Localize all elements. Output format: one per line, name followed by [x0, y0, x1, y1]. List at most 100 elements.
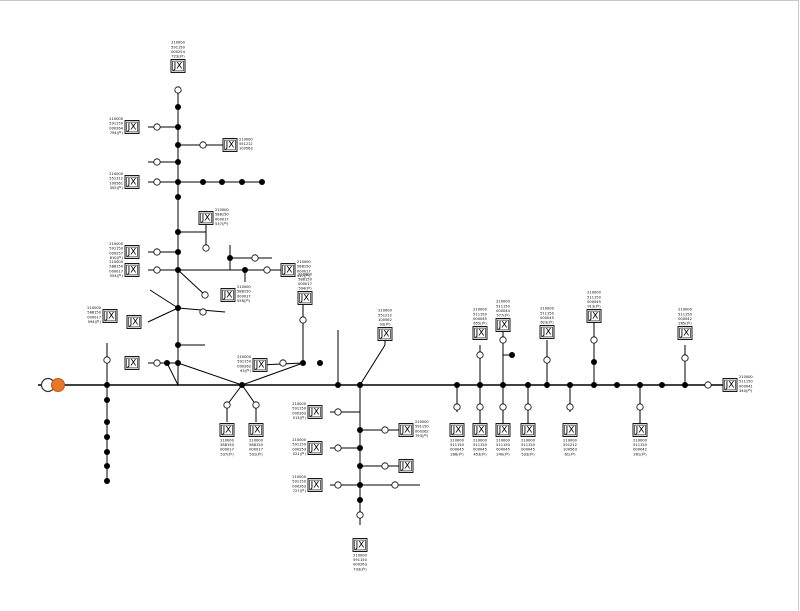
jx-info-line: 210000	[109, 117, 123, 121]
jx-info-line: 591150	[292, 443, 306, 447]
jx-box-b14[interactable]: JX	[252, 358, 268, 372]
jx-info-line: 623(户)	[540, 320, 554, 325]
jx-box-b12[interactable]: JX	[220, 288, 236, 302]
jx-box-inner-frame	[474, 327, 486, 339]
jx-box-b21[interactable]: JX	[352, 538, 368, 552]
jx-box-b13[interactable]: JX	[297, 291, 313, 305]
jx-box-b26[interactable]: JX	[539, 325, 555, 339]
jx-box-frame	[219, 423, 235, 437]
jx-box-b30[interactable]: JX	[449, 423, 465, 437]
jx-box-b34[interactable]: JX	[562, 423, 578, 437]
jx-box-b22[interactable]: JX	[398, 423, 414, 437]
jx-box-inner-frame	[309, 406, 321, 418]
jx-info-line: 000017	[237, 294, 251, 298]
jx-box-label: JX	[355, 541, 365, 551]
jx-box-b24[interactable]: JX	[495, 318, 511, 332]
jx-info-line: 210000	[109, 172, 123, 176]
jx-box-b35[interactable]: JX	[632, 423, 648, 437]
jx-info-line: 210000	[292, 402, 306, 406]
jx-box-b19[interactable]: JX	[307, 441, 323, 455]
jx-box-b3[interactable]: JX	[222, 138, 238, 152]
jx-box-inner-frame	[451, 424, 463, 436]
jx-info-line: 210000	[378, 309, 392, 313]
jx-box-b8[interactable]: JX	[102, 309, 118, 323]
jx-info-line: 000042	[633, 448, 647, 452]
jx-box-b5[interactable]: JX	[198, 211, 214, 225]
jx-info-line: 591150	[109, 247, 123, 251]
jx-box-b10[interactable]: JX	[126, 315, 142, 329]
jx-info-line: 000041	[739, 384, 753, 388]
source-transformer-icon[interactable]	[40, 377, 65, 393]
jx-info-line: 591150	[237, 360, 251, 364]
jx-box-b32[interactable]: JX	[495, 423, 511, 437]
jx-box-b2[interactable]: JX	[124, 120, 140, 134]
jx-box-b7[interactable]: JX	[124, 263, 140, 277]
jx-box-frame	[307, 441, 323, 455]
jx-box-inner-frame	[564, 424, 576, 436]
jx-box-inner-frame	[309, 479, 321, 491]
jx-box-inner-frame	[200, 212, 212, 224]
jx-info-line: 210000	[587, 291, 601, 295]
jx-box-b20[interactable]: JX	[307, 478, 323, 492]
jx-box-frame	[124, 356, 140, 370]
jx-box-b9[interactable]: JX	[280, 263, 296, 277]
jx-box-b16[interactable]: JX	[219, 423, 235, 437]
jx-box-b29[interactable]: JX	[722, 378, 738, 392]
jx-info-line: 511150	[473, 443, 487, 447]
jx-box-frame	[377, 327, 393, 341]
jx-box-label: JX	[380, 330, 390, 340]
node-layer	[104, 104, 688, 503]
jx-info-line: 558(户)	[237, 298, 251, 303]
jx-info-line: 913(户)	[587, 304, 601, 309]
jx-box-label: JX	[401, 462, 411, 472]
jx-box-frame	[198, 211, 214, 225]
jx-box-inner-frame	[309, 442, 321, 454]
jx-box-label: JX	[498, 426, 508, 436]
jx-box-label: JX	[498, 321, 508, 331]
jx-box-frame	[632, 423, 648, 437]
jx-info-line: 000017	[87, 315, 101, 319]
jx-info-line: 000045	[496, 448, 510, 452]
jx-box-inner-frame	[126, 246, 138, 258]
jx-info-line: 511150	[587, 295, 601, 299]
jx-box-b23[interactable]: JX	[398, 459, 414, 473]
jx-box-b1[interactable]: JX	[170, 59, 186, 73]
jx-box-b4[interactable]: JX	[124, 175, 140, 189]
jx-box-b25[interactable]: JX	[472, 326, 488, 340]
jx-box-frame	[495, 318, 511, 332]
jx-box-frame	[124, 263, 140, 277]
jx-box-b15[interactable]: JX	[377, 327, 393, 341]
jx-box-b31[interactable]: JX	[472, 423, 488, 437]
jx-info-line: 537(户)	[220, 451, 234, 456]
jx-box-label: JX	[127, 359, 137, 369]
jx-box-inner-frame	[588, 310, 600, 322]
jx-box-b33[interactable]: JX	[520, 423, 536, 437]
jx-box-b17[interactable]: JX	[248, 423, 264, 437]
jx-info-line: 591150	[353, 558, 367, 562]
jx-info-line: 210000	[496, 300, 510, 304]
jx-box-b28[interactable]: JX	[677, 326, 693, 340]
jx-box-inner-frame	[254, 359, 266, 371]
transformer-secondary-winding	[51, 378, 65, 392]
jx-box-b27[interactable]: JX	[586, 309, 602, 323]
jx-box-b11[interactable]: JX	[124, 356, 140, 370]
jx-box-label: JX	[452, 426, 462, 436]
jx-box-frame	[398, 459, 414, 473]
jx-box-inner-frame	[222, 289, 234, 301]
jx-box-inner-frame	[541, 326, 553, 338]
jx-box-b6[interactable]: JX	[124, 245, 140, 259]
jx-box-frame	[124, 120, 140, 134]
jx-info-line: 000263	[292, 484, 306, 488]
jx-info-line: 588150	[297, 265, 311, 269]
jx-info-line: 511150	[496, 443, 510, 447]
jx-box-frame	[102, 309, 118, 323]
jx-info-line: 210000	[415, 420, 429, 424]
jx-info-line: 511150	[521, 443, 535, 447]
jx-box-b18[interactable]: JX	[307, 405, 323, 419]
jx-box-label: JX	[173, 62, 183, 72]
